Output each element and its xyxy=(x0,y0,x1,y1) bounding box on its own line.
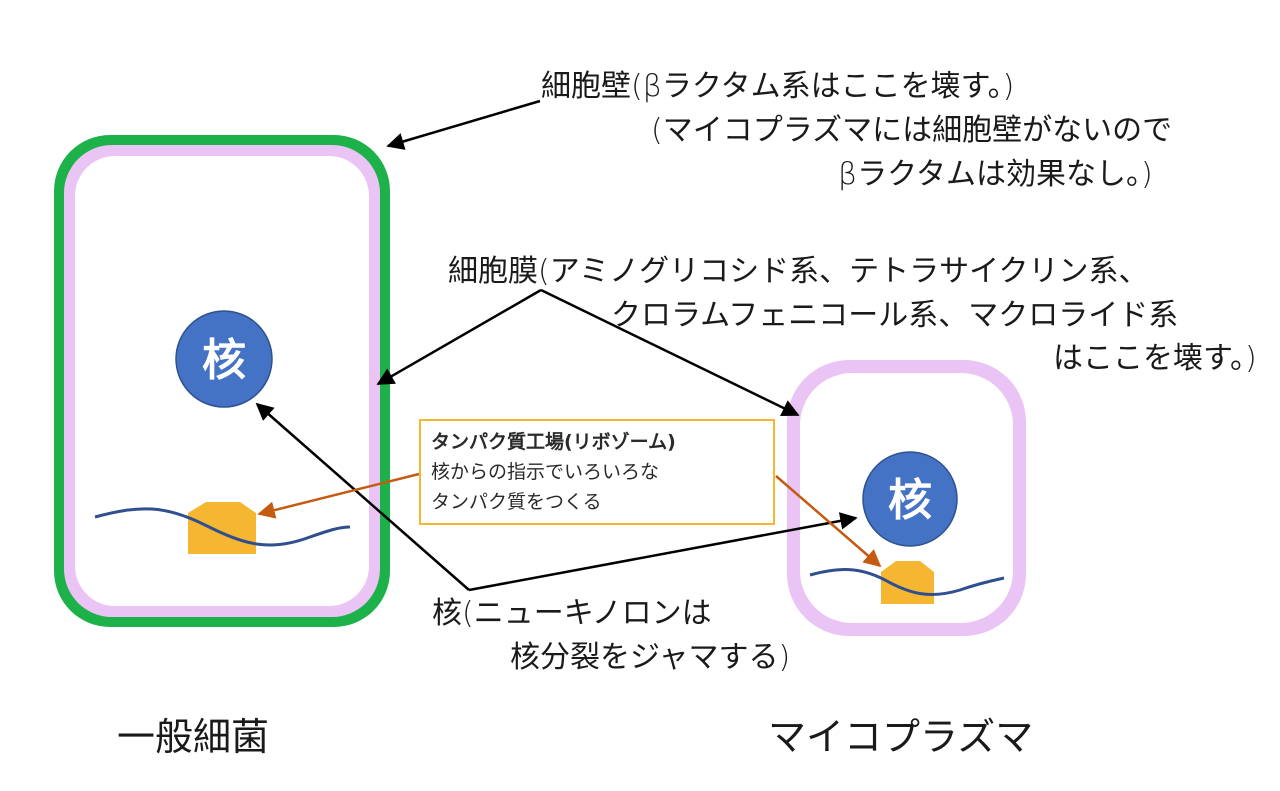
nucleus-note-line1: 核(ニューキノロンは xyxy=(432,596,712,631)
cell-wall-label-line3: βラクタムは効果なし。) xyxy=(838,157,1153,192)
membrane-arrow-mycoplasma xyxy=(540,288,800,417)
bacteria-nucleus xyxy=(175,310,273,408)
cell-membrane-label-line1: 細胞膜(アミノグリコシド系、テトラサイクリン系、 xyxy=(448,254,1149,289)
cell-wall-label-line1: 細胞壁(βラクタム系はここを壊す。) xyxy=(541,69,1015,104)
ribosome-arrow-mycoplasma xyxy=(775,475,882,568)
bacteria-nucleus-label: 核 xyxy=(202,335,246,386)
cell-wall-label-line2: (マイコプラズマには細胞壁がないので xyxy=(651,113,1173,148)
bacteria-caption: 一般細菌 xyxy=(117,715,270,759)
ribosome-callout: タンパク質工場(リボゾーム) 核からの指示でいろいろな タンパク質をつくる xyxy=(419,419,775,525)
nucleus-arrow-mycoplasma xyxy=(468,512,858,592)
ribosome-callout-line2: タンパク質をつくる xyxy=(431,491,602,513)
mycoplasma-nucleus xyxy=(862,451,958,547)
membrane-arrow-bacteria xyxy=(376,288,542,386)
mycoplasma-nucleus-label: 核 xyxy=(888,475,932,526)
mycoplasma-caption: マイコプラズマ xyxy=(768,715,1034,759)
cell-membrane-label-line3: はここを壊す。) xyxy=(1053,341,1257,376)
nucleus-arrow-bacteria xyxy=(255,402,470,591)
cell-wall-arrow xyxy=(386,99,541,150)
ribosome-callout-title: タンパク質工場(リボゾーム) xyxy=(431,431,676,453)
mycoplasma-cell: 核 xyxy=(787,360,1026,636)
mycoplasma-dna xyxy=(809,568,1005,597)
bacteria-ribosome xyxy=(188,502,256,554)
bacteria-cell: 核 xyxy=(54,135,390,627)
cell-membrane-label-line2: クロラムフェニコール系、マクロライド系 xyxy=(611,298,1179,333)
nucleus-note-line2: 核分裂をジャマする) xyxy=(510,640,791,675)
bacteria-dna xyxy=(94,507,351,547)
ribosome-callout-line1: 核からの指示でいろいろな xyxy=(431,461,660,483)
ribosome-arrow-bacteria xyxy=(257,472,420,519)
